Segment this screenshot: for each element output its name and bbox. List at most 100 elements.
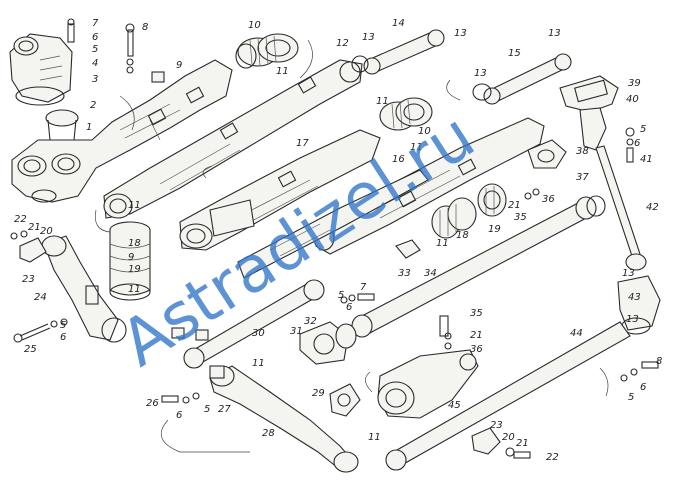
part-number-label: 31 bbox=[290, 326, 303, 337]
part-number-label: 14 bbox=[392, 18, 405, 29]
clamp-33 bbox=[395, 239, 421, 259]
pipe-30 bbox=[183, 279, 325, 369]
part-number-label: 22 bbox=[14, 214, 27, 225]
part-number-label: 26 bbox=[146, 398, 159, 409]
part-number-label: 33 bbox=[398, 268, 411, 279]
part-number-label: 10 bbox=[418, 126, 431, 137]
manifold-center bbox=[103, 59, 363, 219]
pipe-28 bbox=[209, 365, 359, 473]
parts-drawing bbox=[9, 18, 661, 473]
pipe-34 bbox=[351, 195, 606, 338]
hose-coupling-18 bbox=[431, 183, 507, 239]
elbow-43 bbox=[617, 275, 661, 335]
flange-left bbox=[19, 237, 47, 263]
part-number-label: 5 bbox=[204, 404, 210, 415]
gasket-29 bbox=[329, 383, 361, 417]
part-number-label: 6 bbox=[92, 32, 98, 43]
part-number-label: 5 bbox=[60, 320, 66, 331]
leader-lines bbox=[94, 39, 609, 453]
flange-31 bbox=[299, 321, 357, 365]
hose-stack-left bbox=[109, 221, 151, 301]
part-number-label: 10 bbox=[248, 20, 261, 31]
flange-38 bbox=[527, 139, 567, 169]
bolt-set-right bbox=[625, 127, 635, 163]
part-number-label: 11 bbox=[128, 284, 141, 295]
part-number-label: 39 bbox=[628, 78, 641, 89]
pipe-14 bbox=[351, 29, 445, 75]
flange-bottom bbox=[471, 427, 531, 459]
part-number-label: 32 bbox=[304, 316, 317, 327]
part-number-label: 13 bbox=[474, 68, 487, 79]
part-number-label: 35 bbox=[514, 212, 527, 223]
part-number-label: 5 bbox=[640, 124, 646, 135]
part-number-label: 1 bbox=[86, 122, 92, 133]
part-number-label: 6 bbox=[634, 138, 640, 149]
part-number-label: 43 bbox=[628, 292, 641, 303]
part-number-label: 11 bbox=[376, 96, 389, 107]
pipe-15 bbox=[472, 53, 572, 105]
part-number-label: 11 bbox=[252, 358, 265, 369]
part-number-label: 7 bbox=[360, 282, 367, 293]
part-number-label: 42 bbox=[646, 202, 659, 213]
part-number-label: 6 bbox=[176, 410, 182, 421]
part-number-label: 16 bbox=[392, 154, 405, 165]
part-number-label: 8 bbox=[142, 22, 148, 33]
part-number-label: 21 bbox=[470, 330, 483, 341]
housing-45 bbox=[377, 349, 479, 419]
bolt-25 bbox=[13, 318, 68, 343]
part-number-label: 9 bbox=[128, 252, 134, 263]
part-number-label: 18 bbox=[456, 230, 469, 241]
part-number-label: 36 bbox=[542, 194, 555, 205]
small-fasteners bbox=[10, 18, 659, 404]
hose-coupling-top bbox=[235, 33, 299, 69]
part-number-label: 11 bbox=[368, 432, 381, 443]
part-number-label: 2 bbox=[90, 100, 96, 111]
part-number-label: 11 bbox=[410, 142, 423, 153]
part-number-label: 17 bbox=[296, 138, 309, 149]
part-number-label: 21 bbox=[516, 438, 529, 449]
part-number-label: 18 bbox=[128, 238, 141, 249]
part-number-label: 11 bbox=[276, 66, 289, 77]
part-number-label: 5 bbox=[628, 392, 634, 403]
part-number-label: 6 bbox=[640, 382, 646, 393]
part-number-label: 23 bbox=[22, 274, 35, 285]
part-number-label: 19 bbox=[488, 224, 501, 235]
part-number-label: 25 bbox=[24, 344, 37, 355]
hose-coupling-mid bbox=[379, 97, 433, 131]
part-number-label: 35 bbox=[470, 308, 483, 319]
part-number-label: 44 bbox=[570, 328, 583, 339]
part-number-label: 11 bbox=[128, 200, 141, 211]
part-number-label: 4 bbox=[92, 58, 98, 69]
part-number-label: 40 bbox=[626, 94, 639, 105]
part-number-label: 22 bbox=[546, 452, 559, 463]
part-number-label: 29 bbox=[312, 388, 325, 399]
outlet-housing bbox=[559, 75, 619, 151]
part-number-label: 28 bbox=[262, 428, 275, 439]
part-number-label: 8 bbox=[656, 356, 662, 367]
part-number-label: 23 bbox=[490, 420, 503, 431]
part-number-label: 13 bbox=[362, 32, 375, 43]
part-number-label: 21 bbox=[28, 222, 41, 233]
manifold-17 bbox=[179, 129, 381, 251]
part-number-label: 5 bbox=[338, 290, 344, 301]
part-number-label: 3 bbox=[92, 74, 98, 85]
pipe-44 bbox=[385, 321, 631, 471]
part-number-label: 19 bbox=[128, 264, 141, 275]
part-number-label: 15 bbox=[508, 48, 521, 59]
part-number-label: 37 bbox=[576, 172, 589, 183]
part-number-label: 12 bbox=[336, 38, 349, 49]
part-number-label: 6 bbox=[60, 332, 66, 343]
part-number-label: 45 bbox=[448, 400, 461, 411]
gasket-ring bbox=[15, 86, 65, 106]
part-number-label: 41 bbox=[640, 154, 653, 165]
part-number-label: 36 bbox=[470, 344, 483, 355]
part-number-label: 20 bbox=[502, 432, 515, 443]
part-number-label: 7 bbox=[92, 18, 99, 29]
pipe-42 bbox=[595, 145, 647, 271]
part-number-label: 5 bbox=[92, 44, 98, 55]
manifold-lower bbox=[237, 169, 429, 279]
part-number-label: 6 bbox=[346, 302, 352, 313]
elbow-housing bbox=[9, 33, 73, 103]
part-number-label: 27 bbox=[218, 404, 231, 415]
